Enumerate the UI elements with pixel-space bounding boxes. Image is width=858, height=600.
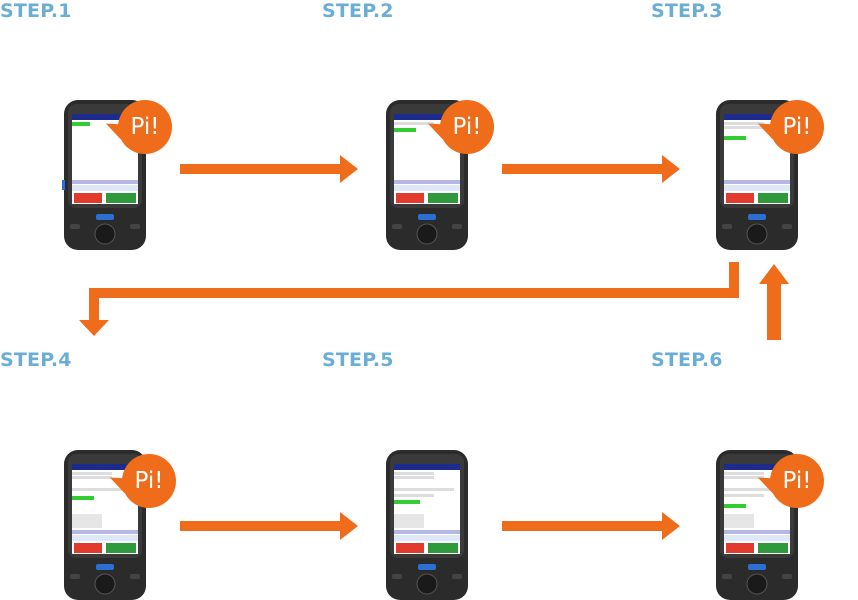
step-label-6: STEP.6 <box>651 349 723 371</box>
arrow-step5-to-step6 <box>502 512 680 540</box>
pi-bubble-step1: Pi! <box>102 100 172 154</box>
pi-bubble-step6: Pi! <box>754 454 824 508</box>
arrow-step4-to-step5 <box>180 512 358 540</box>
arrow-step6-to-step3 <box>759 264 789 340</box>
step-label-1: STEP.1 <box>0 0 72 22</box>
step-label-2: STEP.2 <box>322 0 394 22</box>
arrow-step1-to-step2 <box>180 155 358 183</box>
step-label-3: STEP.3 <box>651 0 723 22</box>
device-step5 <box>382 448 472 600</box>
pi-bubble-text: Pi! <box>134 468 164 494</box>
step-label-5: STEP.5 <box>322 349 394 371</box>
pi-bubble-text: Pi! <box>782 468 812 494</box>
pi-bubble-step4: Pi! <box>106 454 176 508</box>
pi-bubble-text: Pi! <box>782 114 812 140</box>
pi-bubble-text: Pi! <box>130 114 160 140</box>
pi-bubble-step3: Pi! <box>754 100 824 154</box>
arrow-step2-to-step3 <box>502 155 680 183</box>
pi-bubble-text: Pi! <box>452 114 482 140</box>
arrow-step3-to-step4 <box>79 262 739 336</box>
step-label-4: STEP.4 <box>0 349 72 371</box>
pi-bubble-step2: Pi! <box>424 100 494 154</box>
